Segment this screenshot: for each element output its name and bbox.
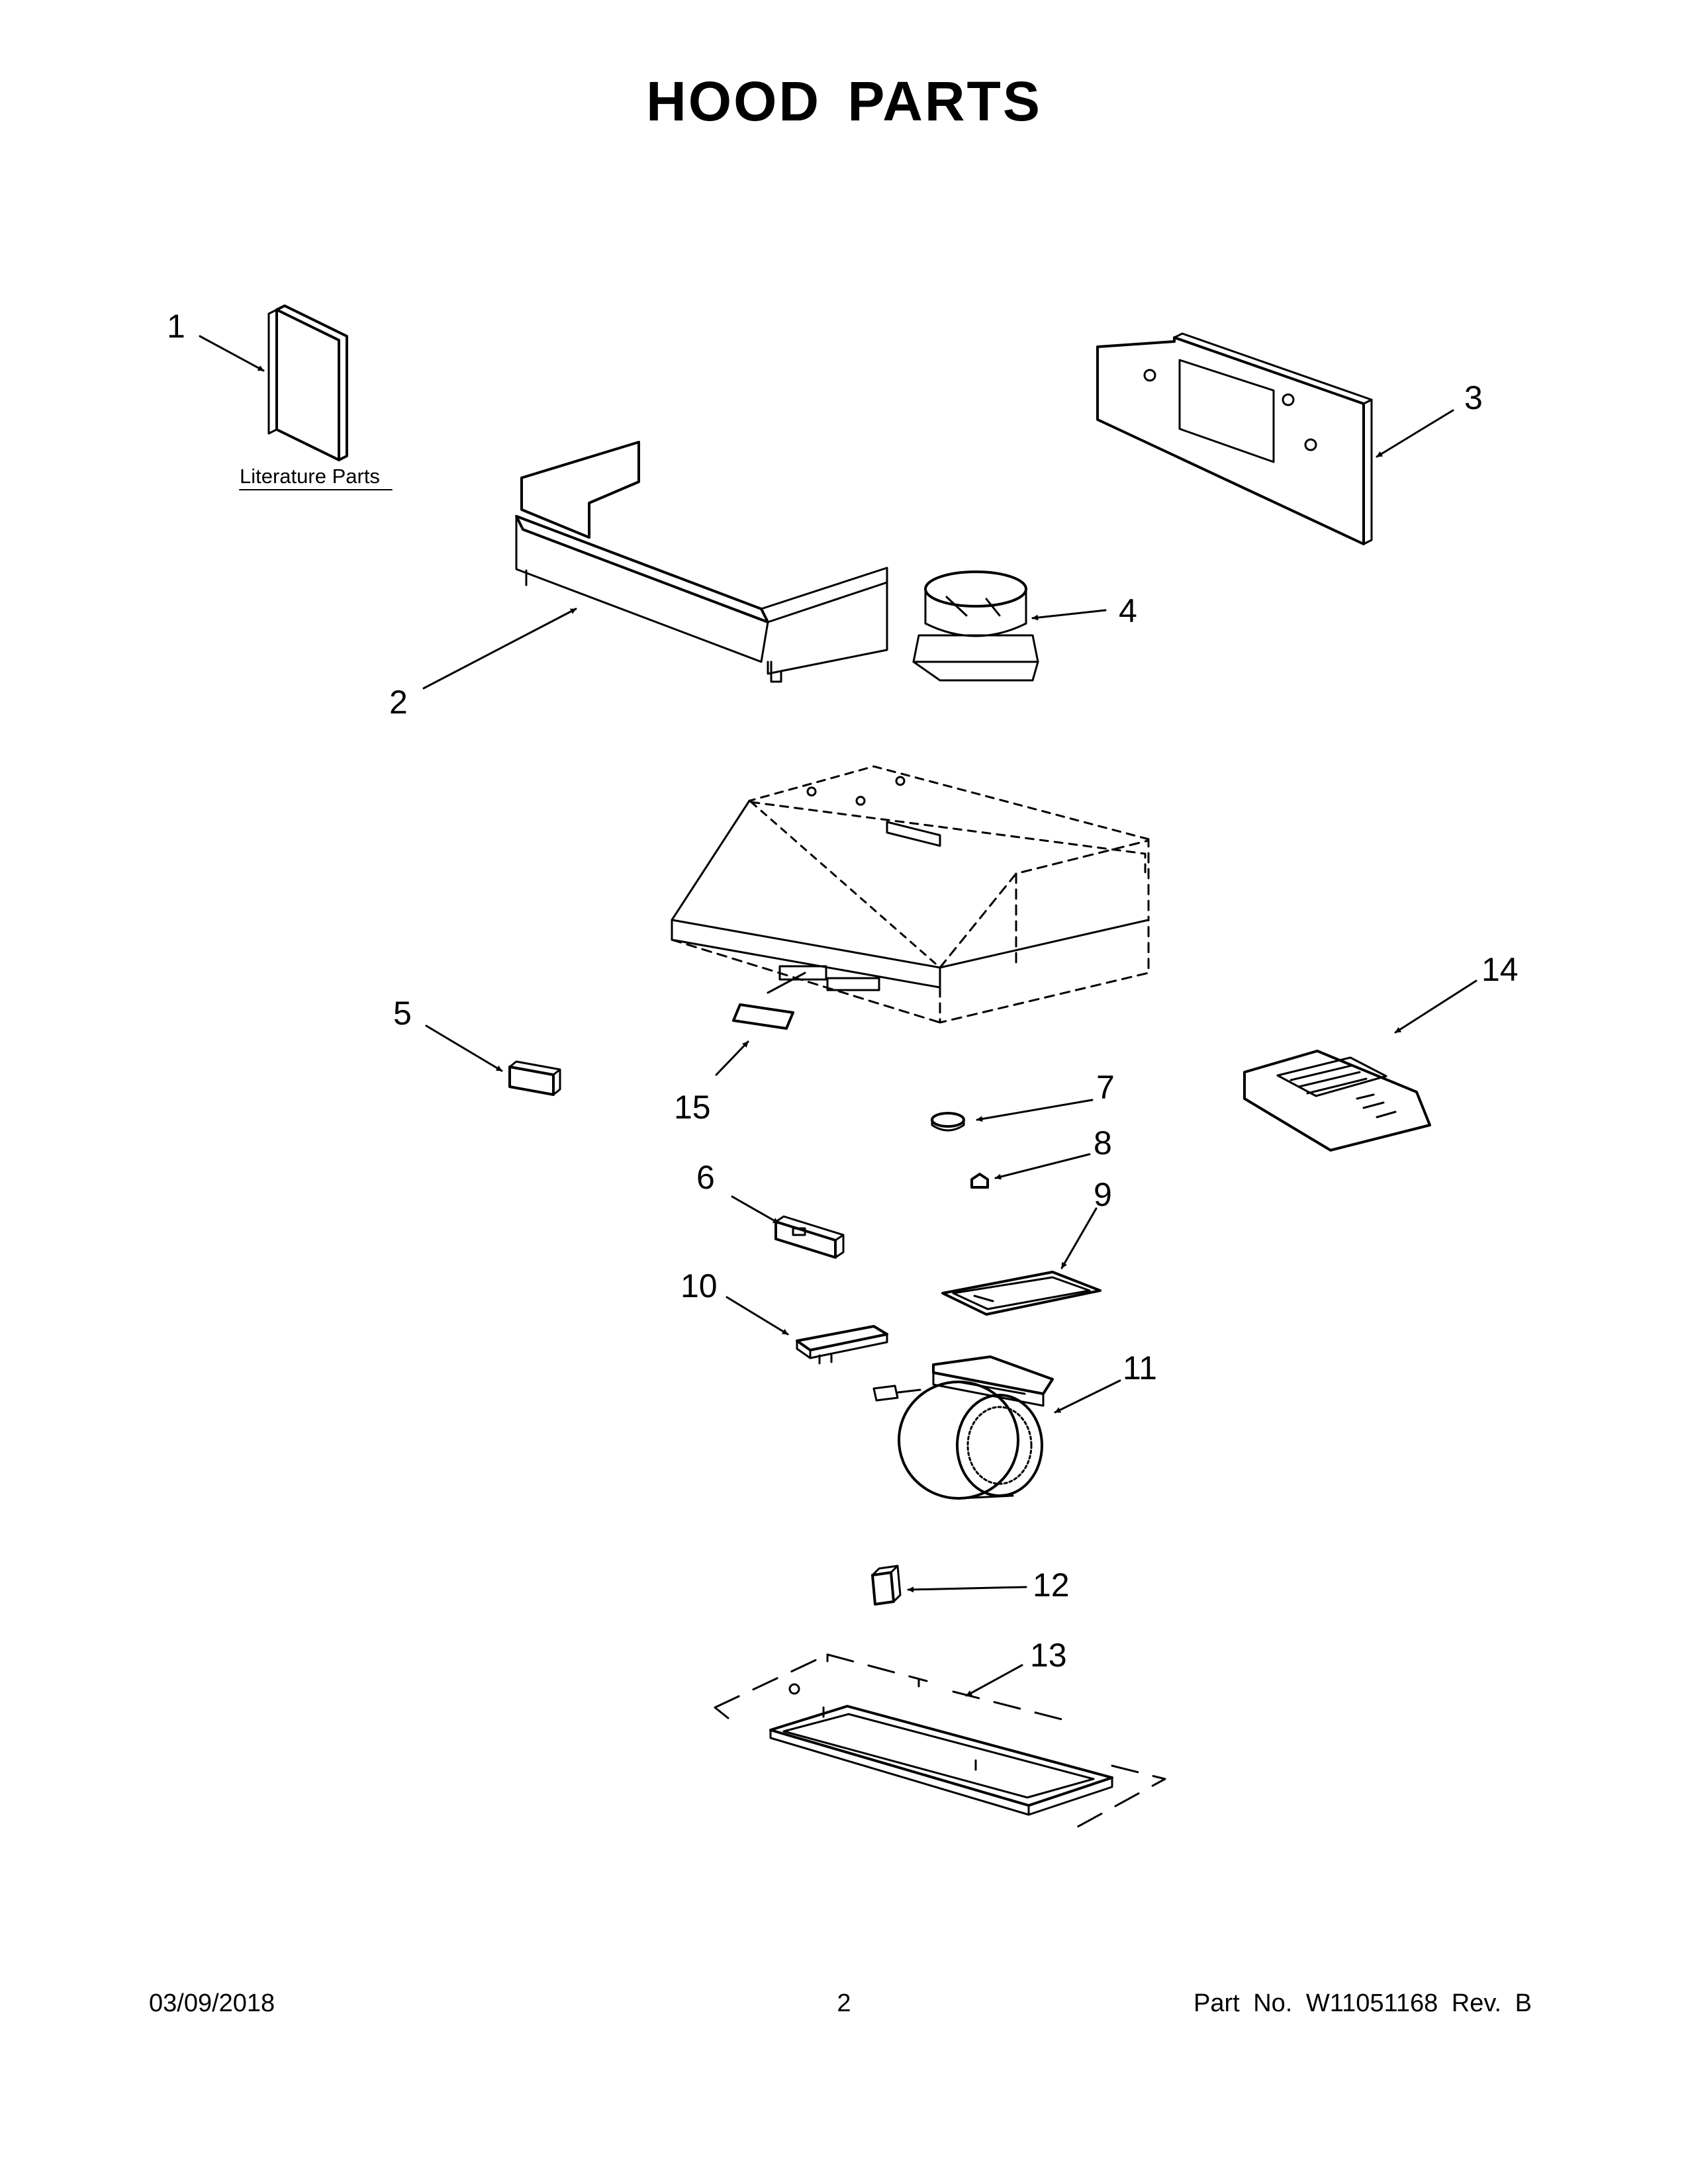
part-11-blower — [872, 1355, 1054, 1500]
callout-13: 13 — [1030, 1637, 1067, 1674]
literature-parts-label: Literature Parts — [240, 465, 380, 488]
callout-14: 14 — [1481, 951, 1519, 988]
callout-4: 4 — [1119, 592, 1137, 629]
hood-body — [671, 765, 1150, 1024]
callout-10: 10 — [680, 1267, 718, 1304]
callout-leader-13 — [965, 1664, 1023, 1697]
part-10-board — [796, 1325, 888, 1365]
part-14-booklet — [1243, 1050, 1431, 1152]
callout-11: 11 — [1123, 1349, 1157, 1387]
callout-15: 15 — [674, 1089, 711, 1126]
part-13-panel — [714, 1653, 1166, 1835]
part-12-capacitor — [871, 1565, 902, 1606]
callout-leader-9 — [1060, 1207, 1098, 1269]
callout-leader-1 — [199, 335, 265, 372]
callout-8: 8 — [1094, 1124, 1112, 1161]
callout-leader-12 — [907, 1586, 1027, 1593]
callout-leader-11 — [1054, 1379, 1121, 1414]
callout-9: 9 — [1094, 1176, 1112, 1213]
part-15-lens — [732, 972, 806, 1030]
callout-leader-7 — [976, 1099, 1094, 1122]
callout-1: 1 — [167, 308, 185, 345]
part-1-literature — [267, 304, 348, 461]
callout-leader-2 — [422, 608, 577, 690]
callout-12: 12 — [1033, 1567, 1070, 1604]
callout-3: 3 — [1464, 379, 1483, 416]
part-7-knob — [931, 1112, 965, 1132]
callout-leader-6 — [731, 1195, 780, 1224]
footer-part-number: Part No. W11051168 Rev. B — [1193, 1989, 1532, 2017]
callout-7: 7 — [1096, 1069, 1115, 1106]
part-8-clip — [970, 1173, 989, 1189]
part-2-trim — [515, 441, 888, 683]
callout-leader-10 — [726, 1296, 789, 1336]
part-5-switch — [508, 1060, 561, 1096]
callout-6: 6 — [696, 1159, 715, 1196]
callout-leader-15 — [715, 1040, 749, 1076]
callout-leader-3 — [1376, 409, 1454, 458]
footer-date: 03/09/2018 — [149, 1989, 275, 2017]
callout-leader-5 — [425, 1024, 503, 1072]
part-9-filter — [941, 1271, 1102, 1316]
callout-5: 5 — [393, 995, 412, 1032]
callout-leader-14 — [1394, 979, 1477, 1034]
callout-2: 2 — [389, 684, 408, 721]
callout-leader-4 — [1031, 609, 1107, 621]
callout-leader-8 — [994, 1153, 1091, 1180]
footer-page-number: 2 — [837, 1989, 851, 2017]
part-3-bracket — [1096, 332, 1373, 545]
page-title: HOOD PARTS — [646, 70, 1042, 132]
part-4-damper — [912, 570, 1039, 682]
part-6-control — [774, 1215, 845, 1259]
